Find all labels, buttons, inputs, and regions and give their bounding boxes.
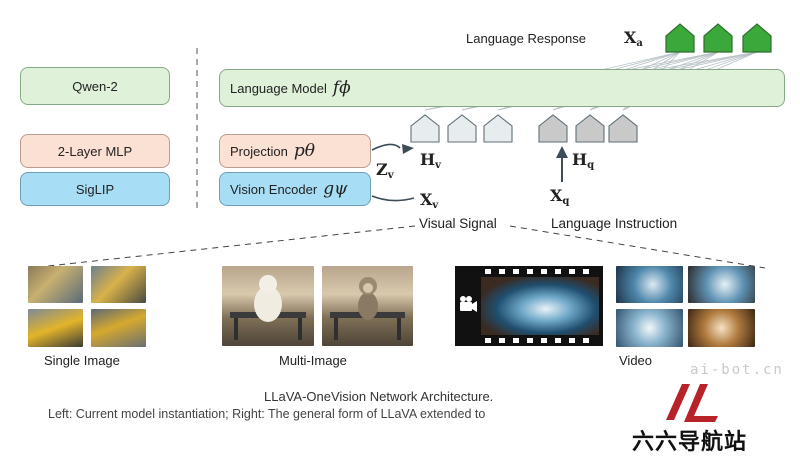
instruction-token <box>575 114 605 143</box>
language-instruction-label: Language Instruction <box>551 216 678 231</box>
mlp-label: 2-Layer MLP <box>57 143 133 159</box>
video-frame <box>688 309 755 347</box>
llm-box: Qwen-2 <box>20 67 170 105</box>
caption-subtitle: Left: Current model instantiation; Right… <box>48 407 486 421</box>
multi-image-monkey <box>322 266 413 346</box>
video-frame <box>688 266 755 303</box>
single-image-tile <box>91 309 146 347</box>
vision-arrows <box>371 143 415 202</box>
vision-encoder-symbol: gψ <box>323 179 348 199</box>
projection-box: Projection pθ <box>219 134 371 168</box>
visual-token <box>483 114 513 143</box>
monkey-figure <box>330 277 405 340</box>
mlp-box: 2-Layer MLP <box>20 134 170 168</box>
visual-signal-label: Visual Signal <box>419 216 497 231</box>
multi-image-dog <box>222 266 314 346</box>
instruction-token <box>608 114 638 143</box>
response-token <box>703 23 733 53</box>
film-strip-graphic <box>460 269 599 343</box>
language-model-symbol: fϕ <box>332 78 351 98</box>
instruction-tokens <box>538 114 638 143</box>
visual-token <box>410 114 440 143</box>
caption-title: LLaVA-OneVision Network Architecture. <box>264 389 494 404</box>
logo-text: 六六导航站 <box>632 430 748 455</box>
encoder-box: SigLIP <box>20 172 170 206</box>
expansion-line-left <box>29 225 416 269</box>
response-tokens <box>665 23 772 53</box>
xq-symbol: Xq <box>550 186 570 207</box>
single-image-tile <box>91 266 146 303</box>
video-film-strip <box>455 266 603 346</box>
vision-encoder-box: Vision Encoder gψ <box>219 172 371 206</box>
expansion-line-right <box>509 225 766 269</box>
encoder-label: SigLIP <box>75 181 115 197</box>
logo-mark <box>666 384 718 422</box>
projection-arrowhead <box>402 144 414 154</box>
visual-tokens <box>410 114 513 143</box>
single-image-label: Single Image <box>44 353 120 368</box>
multi-image-label: Multi-Image <box>279 353 347 368</box>
llm-label: Qwen-2 <box>72 78 118 94</box>
projection-symbol: pθ <box>293 141 315 161</box>
xv-symbol: Xv <box>420 190 439 211</box>
single-image-tile <box>28 309 83 347</box>
hq-symbol: Hq <box>572 150 595 171</box>
hv-symbol: Hv <box>420 150 441 171</box>
projection-label: Projection <box>230 143 288 159</box>
vision-encoder-label: Vision Encoder <box>230 181 318 197</box>
caption-subtitle-clip: Left: Current model instantiation; Right… <box>48 407 630 425</box>
language-response-label: Language Response <box>466 31 586 46</box>
dog-figure <box>230 275 306 340</box>
language-model-label: Language Model <box>230 80 327 96</box>
response-token <box>742 23 772 53</box>
site-watermark: ai-bot.cn <box>690 362 784 378</box>
video-label: Video <box>619 353 653 368</box>
video-frame <box>616 266 683 303</box>
video-frame <box>616 309 683 347</box>
single-image-tile <box>28 266 83 303</box>
video-camera-icon <box>460 296 477 312</box>
instruction-token <box>538 114 568 143</box>
visual-token <box>447 114 477 143</box>
response-token <box>665 23 695 53</box>
instruction-arrow <box>556 146 568 182</box>
language-model-box: Language Model fϕ <box>219 69 785 107</box>
zv-symbol: Zv <box>376 160 394 181</box>
xa-symbol: Xa <box>624 28 643 49</box>
